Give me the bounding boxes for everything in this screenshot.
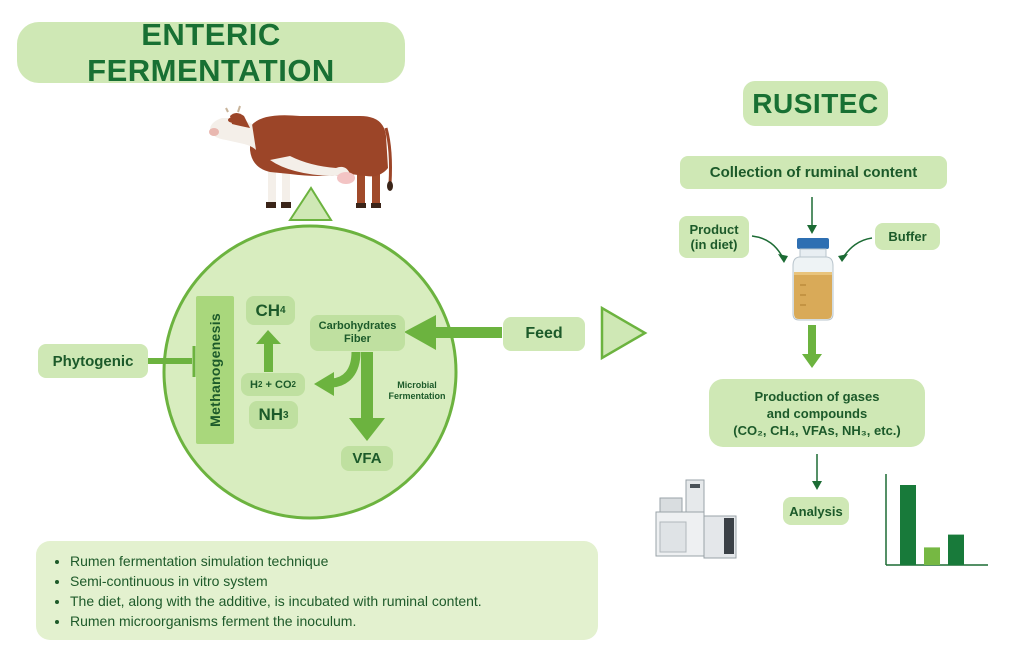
description-panel: Rumen fermentation simulation technique … — [36, 541, 598, 640]
bullet-item: Semi-continuous in vitro system — [70, 571, 598, 591]
enteric-fermentation-title: ENTERIC FERMENTATION — [17, 17, 405, 88]
bar-chart — [885, 474, 988, 566]
bottle-icon — [792, 238, 834, 321]
feed-label: Feed — [503, 317, 585, 351]
bullet-item: Rumen fermentation simulation technique — [70, 551, 598, 571]
buffer-arrow — [843, 237, 873, 257]
right-triangle-icon — [600, 305, 648, 361]
h2-curved-arrow — [331, 351, 361, 388]
collection-arrow-head — [807, 225, 817, 234]
phytogenic-label: Phytogenic — [38, 344, 148, 378]
cow-icon — [209, 105, 393, 208]
description-list: Rumen fermentation simulation technique … — [48, 551, 598, 631]
collection-label: Collection of ruminal content — [680, 156, 947, 189]
rusitec-title: RUSITEC — [743, 81, 888, 126]
product-arrow — [751, 235, 783, 257]
production-label: Production of gases and compounds (CO₂, … — [709, 379, 925, 447]
product-arrow-head — [778, 254, 788, 263]
buffer-label: Buffer — [875, 223, 940, 250]
chart-bar — [900, 485, 916, 565]
vfa-label: VFA — [341, 446, 393, 471]
rumen-circle — [162, 224, 458, 520]
analysis-label: Analysis — [783, 497, 849, 525]
feed-arrow — [404, 315, 502, 350]
chart-bar — [924, 547, 940, 565]
bottle-to-production-arrow — [802, 325, 822, 368]
product-label: Product (in diet) — [679, 216, 749, 258]
analysis-arrow-head — [812, 481, 822, 490]
h2-curved-arrow-head — [314, 372, 334, 396]
vfa-arrow — [349, 352, 385, 441]
methanogenesis-bar: Methanogenesis — [196, 296, 234, 444]
bullet-item: The diet, along with the additive, is in… — [70, 591, 598, 611]
microbial-fermentation-label: Microbial Fermentation — [388, 380, 446, 401]
ch4-arrow — [256, 330, 281, 372]
chart-bar — [948, 534, 964, 565]
lab-equipment-icon — [655, 479, 737, 559]
up-triangle-icon — [288, 186, 333, 221]
carbohydrates-fiber-label: Carbohydrates Fiber — [310, 315, 405, 351]
methanogenesis-label: Methanogenesis — [207, 313, 223, 427]
buffer-arrow-head — [838, 254, 848, 262]
bullet-item: Rumen microorganisms ferment the inoculu… — [70, 611, 598, 631]
